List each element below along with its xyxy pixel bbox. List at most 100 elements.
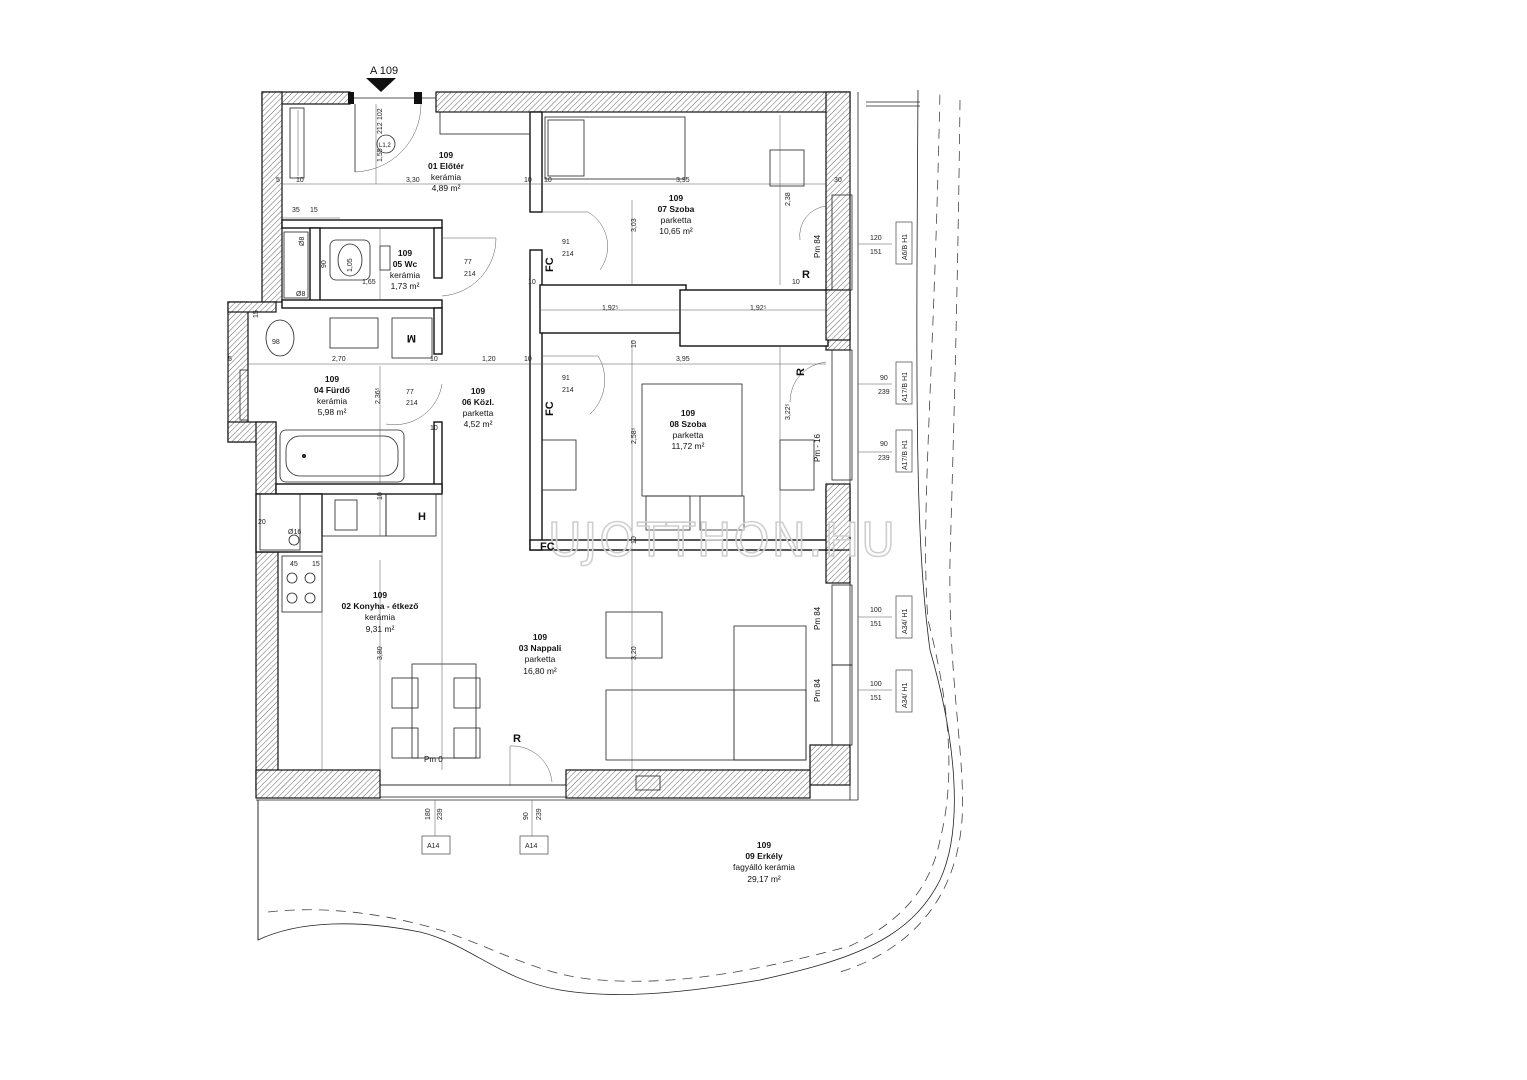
dim-10-mid-b: 10 — [524, 356, 532, 363]
room-06-floor: parketta — [463, 408, 494, 418]
entrance-door — [348, 78, 436, 173]
room-labels: 109 01 Előtér kerámia 4,89 m² 109 07 Szo… — [314, 150, 795, 884]
dim-320: 3,20 — [631, 646, 638, 660]
tag-l12: L1,2 — [379, 143, 391, 149]
level-pm84-living-b: Pm 84 — [813, 678, 822, 702]
room-09-number: 109 — [757, 840, 771, 850]
dim-270: 2,70 — [332, 356, 346, 363]
room-08-name: 08 Szoba — [670, 419, 707, 429]
wm5-h: 151 — [870, 695, 882, 702]
wm2-h: 239 — [878, 389, 890, 396]
radiator-label-08: R — [795, 368, 807, 376]
dim-08-bottom: Ø8 — [296, 291, 305, 298]
room-05-area: 1,73 m² — [391, 281, 420, 291]
room-05-name: 05 Wc — [393, 259, 418, 269]
dim-3225: 3,22⁵ — [785, 403, 792, 420]
dimension-texts: 3,30 3,95 10 10 10 30 5 35 15 3,03 91 21… — [228, 108, 842, 660]
dim-165: 1,65 — [362, 279, 376, 286]
dim-10-wall-b: 10 — [792, 279, 800, 286]
dim-10-vert: 10 — [631, 340, 638, 348]
wm6-w: 180 — [425, 808, 432, 820]
room-02-area: 9,31 m² — [366, 624, 395, 634]
radiator-label-living: R — [513, 733, 521, 745]
dim-212: 212 — [377, 122, 384, 134]
dim-105: 1,05 — [347, 258, 354, 272]
room-02-number: 109 — [373, 590, 387, 600]
symbols: FC FC FC R R R M H Pm 84 Pm - 16 Pm 84 P… — [376, 134, 822, 764]
fridge-label: H — [418, 511, 426, 523]
room-09-area: 29,17 m² — [747, 874, 781, 884]
dim-30: 30 — [834, 177, 842, 184]
room-07-name: 07 Szoba — [658, 204, 695, 214]
dim-10-bath: 10 — [377, 492, 384, 500]
room-03-area: 16,80 m² — [523, 666, 557, 676]
room-07-floor: parketta — [661, 215, 692, 225]
room-03-number: 109 — [533, 632, 547, 642]
dim-214-07: 214 — [562, 251, 574, 258]
outer-walls — [227, 91, 859, 801]
dim-1925-a: 1,92⁵ — [602, 305, 619, 312]
wm7-code: A14 — [525, 843, 538, 850]
room-04-number: 109 — [325, 374, 339, 384]
dim-120: 1,20 — [482, 356, 496, 363]
dim-214-kozl: 214 — [406, 400, 418, 407]
dim-90: 90 — [321, 260, 328, 268]
wm1-h: 151 — [870, 249, 882, 256]
dim-5: 5 — [276, 177, 280, 184]
dim-214-wc: 214 — [464, 271, 476, 278]
room-02-floor: kerámia — [365, 612, 396, 622]
wm7-h: 239 — [536, 808, 543, 820]
room-01-number: 109 — [439, 150, 453, 160]
wm6-code: A14 — [427, 843, 440, 850]
room-04-name: 04 Fürdő — [314, 385, 350, 395]
wm1-code: A6/B H1 — [902, 234, 909, 260]
room-08-floor: parketta — [673, 430, 704, 440]
dim-1925-b: 1,92⁵ — [750, 305, 767, 312]
room-01-floor: kerámia — [431, 172, 462, 182]
dim-10-liv: 10 — [631, 536, 638, 544]
dim-395-top: 3,95 — [676, 177, 690, 184]
room-05-floor: kerámia — [390, 270, 421, 280]
wm5-code: A34/ H1 — [902, 683, 909, 708]
wm4-code: A34/ H1 — [902, 609, 909, 634]
windows — [239, 101, 920, 798]
dim-10-a: 10 — [296, 177, 304, 184]
level-pm84-07: Pm 84 — [813, 234, 822, 258]
dim-2585: 2,58⁵ — [631, 427, 638, 444]
room-02-name: 02 Konyha - étkező — [342, 601, 419, 611]
room-09-name: 09 Erkély — [745, 851, 783, 861]
dim-10-b: 10 — [524, 177, 532, 184]
dim-77-kozl: 77 — [406, 389, 414, 396]
dim-380: 3,80 — [377, 646, 384, 660]
dim-77-wc: 77 — [464, 259, 472, 266]
room-07-number: 109 — [669, 193, 683, 203]
room-06-area: 4,52 m² — [464, 419, 493, 429]
wm2-w: 90 — [880, 375, 888, 382]
dim-303: 3,03 — [631, 218, 638, 232]
dim-15-kit: 15 — [312, 561, 320, 568]
room-04-floor: kerámia — [317, 396, 348, 406]
wm5-w: 100 — [870, 681, 882, 688]
level-pm84-living-a: Pm 84 — [813, 606, 822, 630]
dim-10-mid-a: 10 — [430, 356, 438, 363]
dim-395-mid: 3,95 — [676, 356, 690, 363]
room-08-area: 11,72 m² — [672, 441, 705, 451]
dim-15: 15 — [310, 207, 318, 214]
dim-102: 102 — [377, 108, 384, 120]
dim-214-08: 214 — [562, 387, 574, 394]
dim-20: 20 — [258, 519, 266, 526]
wm4-w: 100 — [870, 607, 882, 614]
watermark: UJOTTHON.HU — [548, 513, 897, 567]
room-07-area: 10,65 m² — [659, 226, 693, 236]
room-06-name: 06 Közl. — [462, 397, 494, 407]
wm2-code: A17/B H1 — [902, 372, 909, 402]
window-tags — [421, 221, 913, 855]
dim-330: 3,30 — [406, 177, 420, 184]
fc-label-living: FC — [540, 541, 555, 553]
dim-45: 45 — [290, 561, 298, 568]
wm3-code: A17/B H1 — [902, 440, 909, 470]
wm3-w: 90 — [880, 441, 888, 448]
washing-machine-label: M — [407, 332, 416, 344]
dim-155: 1,55 — [377, 148, 384, 162]
